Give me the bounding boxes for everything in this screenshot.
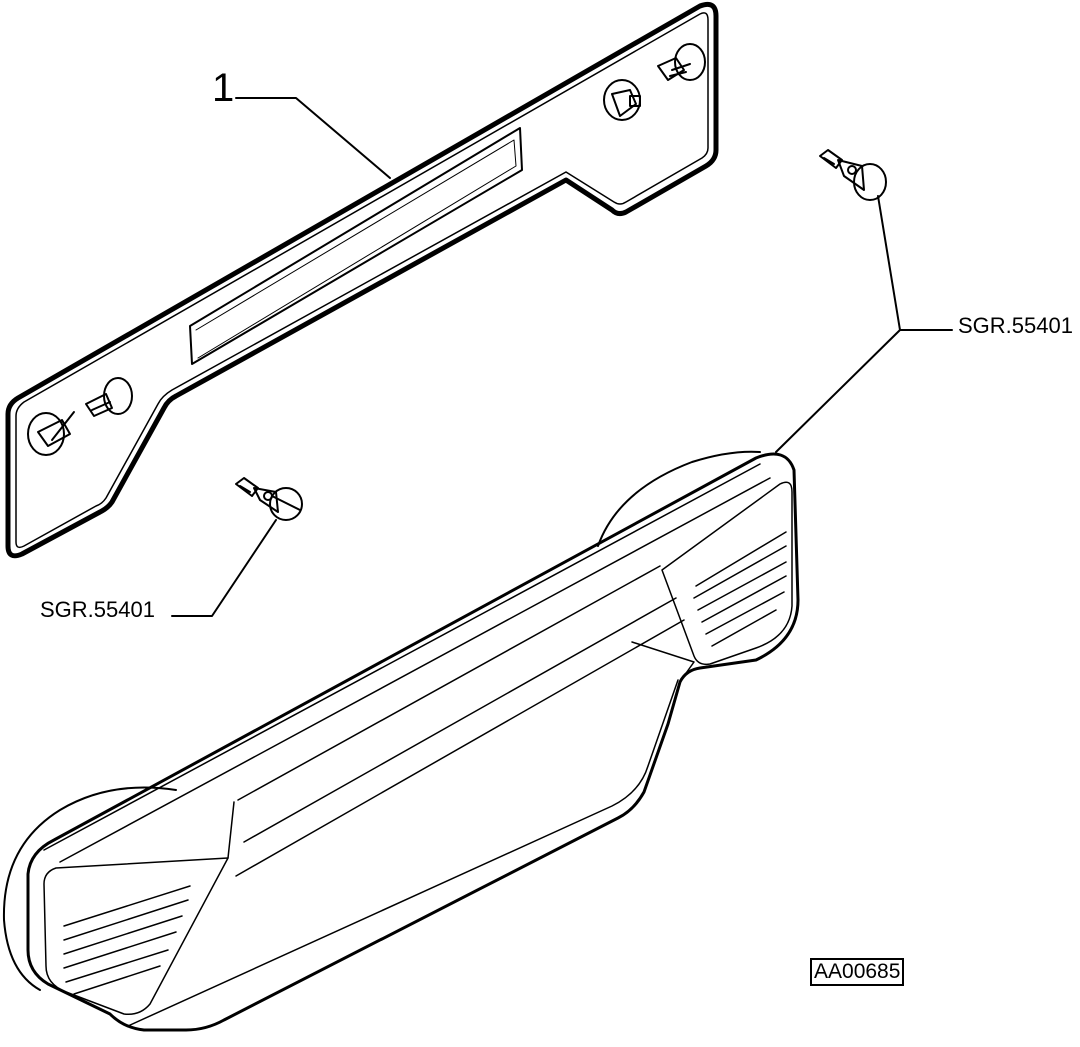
callout-leader-1 — [235, 97, 391, 179]
lamp-left-end-bulge — [2, 786, 177, 991]
plate-clip-lower-left — [27, 377, 133, 456]
bulb-part-code-left: SGR.55401 — [40, 597, 155, 622]
lamp-left-segment — [43, 857, 229, 1016]
lamp-lens-outline — [26, 452, 800, 1032]
mounting-plate-outline — [5, 1, 719, 559]
bulb-left — [171, 477, 303, 617]
leader-bulb-left — [171, 519, 277, 617]
lamp-left-ribs — [63, 885, 191, 995]
lamp-right-segment — [661, 481, 793, 666]
mounting-plate — [5, 1, 719, 559]
drawing-reference-code: AA00685 — [810, 958, 905, 986]
bulb-part-code-right: SGR.55401 — [958, 313, 1073, 338]
mounting-plate-inner-edge — [15, 12, 709, 549]
plate-window — [189, 127, 523, 365]
lamp-right-ribs — [693, 531, 787, 647]
bulb-right — [775, 149, 953, 453]
callout-number-1: 1 — [212, 66, 235, 110]
plate-clip-upper-right — [603, 43, 706, 121]
lamp-housing — [2, 450, 800, 1032]
lamp-right-end-bulge — [597, 450, 761, 547]
